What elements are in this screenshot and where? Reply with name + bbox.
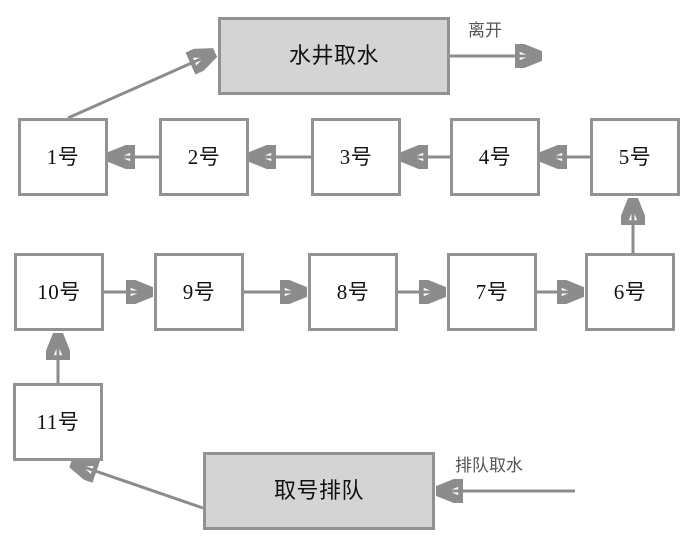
node-queue-label: 取号排队 <box>273 478 364 503</box>
node-8[interactable]: 8号 <box>308 253 398 331</box>
node-9-label: 9号 <box>182 279 216 304</box>
node-9[interactable]: 9号 <box>154 253 244 331</box>
node-6[interactable]: 6号 <box>585 253 675 331</box>
node-3-label: 3号 <box>339 144 373 169</box>
node-2-label: 2号 <box>187 144 221 169</box>
node-queue[interactable]: 取号排队 <box>203 452 435 530</box>
node-7-label: 7号 <box>475 279 509 304</box>
node-7[interactable]: 7号 <box>447 253 537 331</box>
node-4[interactable]: 4号 <box>450 118 540 196</box>
node-11[interactable]: 11号 <box>13 383 103 461</box>
edge-label-leave: 离开 <box>468 21 502 40</box>
node-5[interactable]: 5号 <box>590 118 680 196</box>
node-4-label: 4号 <box>478 144 512 169</box>
node-well-label: 水井取水 <box>288 43 379 68</box>
node-8-label: 8号 <box>336 279 370 304</box>
edge-queue-to-n11 <box>72 463 204 510</box>
node-1[interactable]: 1号 <box>18 118 108 196</box>
node-10-label: 10号 <box>37 279 81 304</box>
node-2[interactable]: 2号 <box>159 118 249 196</box>
node-1-label: 1号 <box>46 144 80 169</box>
node-well[interactable]: 水井取水 <box>218 17 450 95</box>
node-6-label: 6号 <box>613 279 647 304</box>
node-5-label: 5号 <box>618 144 652 169</box>
edge-label-arrive: 排队取水 <box>455 456 523 475</box>
node-3[interactable]: 3号 <box>311 118 401 196</box>
node-10[interactable]: 10号 <box>14 253 104 331</box>
edge-n1-to-well <box>67 53 214 120</box>
node-11-label: 11号 <box>36 409 80 434</box>
